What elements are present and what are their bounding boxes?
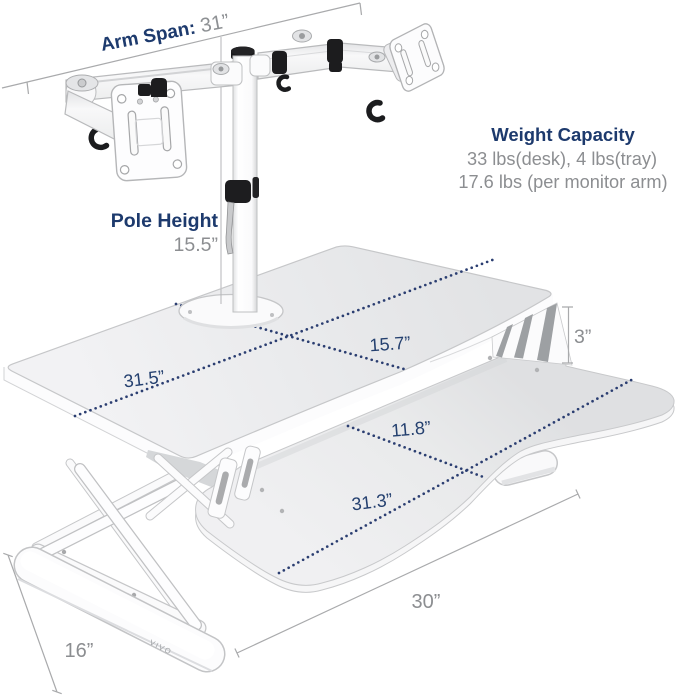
- svg-text:31.5”: 31.5”: [122, 367, 165, 392]
- svg-text:15.7”: 15.7”: [369, 333, 411, 356]
- svg-text:Weight Capacity: Weight Capacity: [491, 124, 635, 145]
- svg-text:30”: 30”: [412, 591, 441, 613]
- svg-text:16”: 16”: [65, 640, 94, 662]
- svg-text:Pole Height: Pole Height: [111, 210, 219, 232]
- svg-text:11.8”: 11.8”: [390, 417, 431, 440]
- svg-text:33 lbs(desk), 4 lbs(tray): 33 lbs(desk), 4 lbs(tray): [467, 149, 657, 169]
- svg-text:17.6 lbs (per monitor arm): 17.6 lbs (per monitor arm): [458, 172, 667, 192]
- svg-text:31.3”: 31.3”: [350, 490, 393, 515]
- svg-text:3”: 3”: [574, 326, 591, 348]
- svg-text:15.5”: 15.5”: [174, 234, 218, 256]
